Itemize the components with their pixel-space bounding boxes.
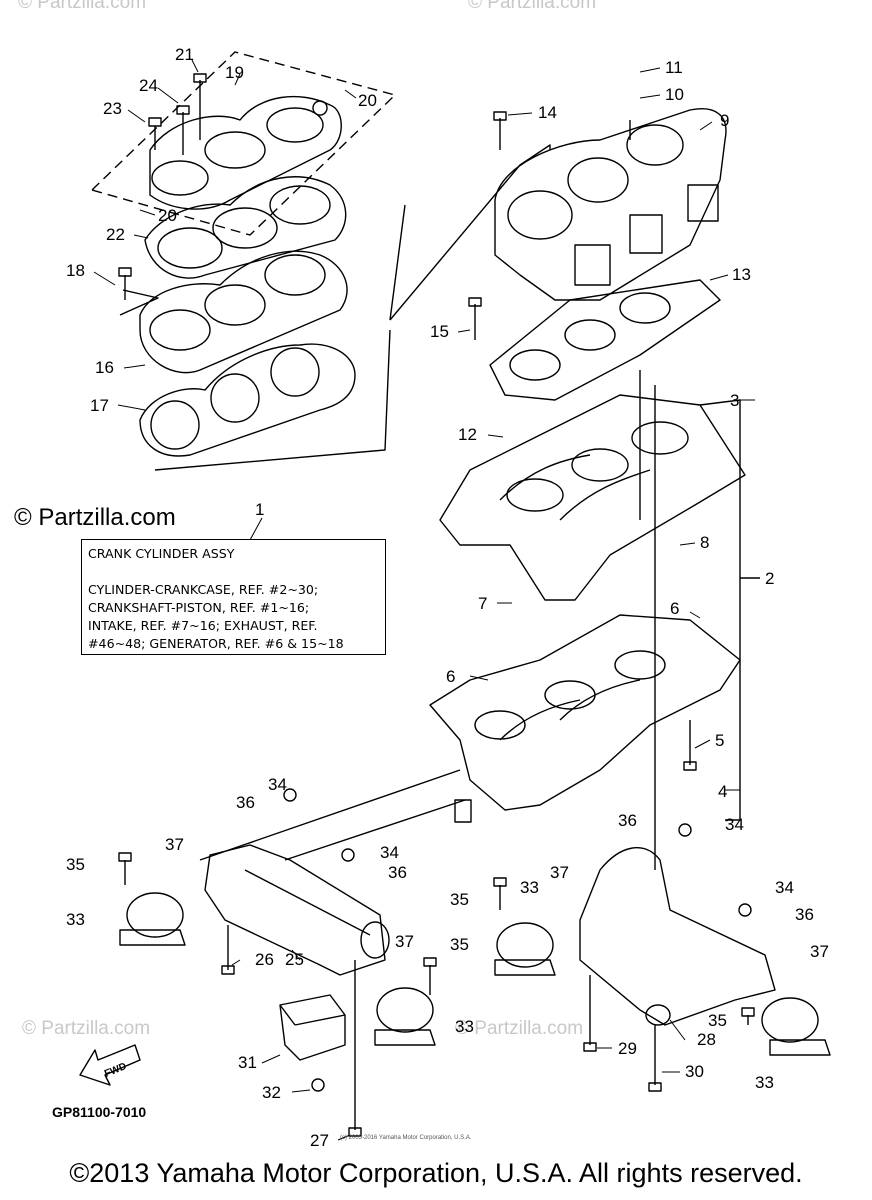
callout-33c: 33 [520,878,539,897]
callout-8: 8 [700,533,709,552]
callout-22: 22 [106,225,125,244]
head-gasket-upper [144,176,347,279]
callout-32: 32 [262,1083,281,1102]
callout-26: 26 [255,950,274,969]
callout-33d: 33 [755,1073,774,1092]
fwd-label: FWD [103,1061,128,1080]
callout-31: 31 [238,1053,257,1072]
callout-37c: 37 [550,863,569,882]
watermark-top-left: © Partzilla.com [18,0,147,13]
callout-23: 23 [103,99,122,118]
callout-15: 15 [430,322,449,341]
callout-34a: 34 [268,775,287,794]
callout-9: 9 [720,111,729,130]
callout-4: 4 [718,782,727,801]
callout-36d: 36 [795,905,814,924]
note-line: CYLINDER-CRANKCASE, REF. #2~30; [88,582,319,597]
figure-code: GP81100-7010 [52,1104,147,1120]
note-title: CRANK CYLINDER ASSY [88,546,235,561]
callout-27: 27 [310,1131,329,1150]
head-gasket-lower [139,343,356,457]
callout-37d: 37 [810,942,829,961]
callout-20b: 20 [158,206,177,225]
bolts [118,73,755,1137]
cylinder-head [139,250,348,374]
callout-11: 11 [665,58,683,77]
partzilla-watermark: © Partzilla.com [14,504,176,531]
callout-20a: 20 [358,91,377,110]
callout-6b: 6 [446,667,455,686]
callout-35c: 35 [450,890,469,909]
rubber-mount-2 [374,987,436,1046]
callout-36a: 36 [236,793,255,812]
engine-mount-right [579,846,776,1026]
rubber-mount-4 [761,997,831,1056]
callout-30: 30 [685,1062,704,1081]
callout-34d: 34 [775,878,794,897]
callout-18: 18 [66,261,85,280]
rubber-mount-1 [119,892,186,946]
assembly-note-box: CRANK CYLINDER ASSY CYLINDER-CRANKCASE, … [81,539,386,655]
note-line: CRANKSHAFT-PISTON, REF. #1~16; [88,600,310,615]
callout-35b: 35 [450,935,469,954]
rubber-mount-3 [494,922,556,976]
callout-29: 29 [618,1039,637,1058]
callout-35a: 35 [66,855,85,874]
callout-24: 24 [139,76,158,95]
callout-17: 17 [90,396,109,415]
crankcase-lower [429,614,741,823]
callout-34c: 34 [725,815,744,834]
callout-2: 2 [765,569,774,588]
callout-19: 19 [225,63,244,82]
callout-13: 13 [732,265,751,284]
callout-3: 3 [730,391,739,410]
callout-36c: 36 [618,811,637,830]
callout-37b: 37 [395,932,414,951]
callout-6a: 6 [670,599,679,618]
callout-33b: 33 [455,1017,474,1036]
watermark-bottom-left: © Partzilla.com [22,1018,151,1039]
cylinder-gasket [489,279,721,401]
callout-12: 12 [458,425,477,444]
callout-37a: 37 [165,835,184,854]
callout-36b: 36 [388,863,407,882]
callout-34b: 34 [380,843,399,862]
crankcase-upper [439,394,746,601]
callout-21: 21 [175,45,194,64]
copyright-notice: ©2013 Yamaha Motor Corporation, U.S.A. A… [69,1158,803,1188]
callout-1: 1 [255,500,264,519]
note-line: INTAKE, REF. #7~16; EXHAUST, REF. [88,618,318,633]
engine-mount-left [204,844,390,976]
note-line: #46~48; GENERATOR, REF. #6 & 15~18 [88,636,344,651]
callout-10: 10 [665,85,684,104]
callout-25: 25 [285,950,304,969]
watermark-bottom-center: © Partzilla.com [455,1018,584,1039]
head-cover-group [91,51,396,236]
small-copyright: (c) 2005-2016 Yamaha Motor Corporation, … [340,1135,472,1141]
fwd-arrow-icon [79,1044,141,1086]
callout-7: 7 [478,594,487,613]
callout-35d: 35 [708,1011,727,1030]
callout-33a: 33 [66,910,85,929]
cylinder-block [494,108,727,301]
callout-16: 16 [95,358,114,377]
callout-28: 28 [697,1030,716,1049]
watermark-top-right: © Partzilla.com [468,0,597,13]
callout-14: 14 [538,103,557,122]
electrical-box [279,994,346,1061]
callout-5: 5 [715,731,724,750]
